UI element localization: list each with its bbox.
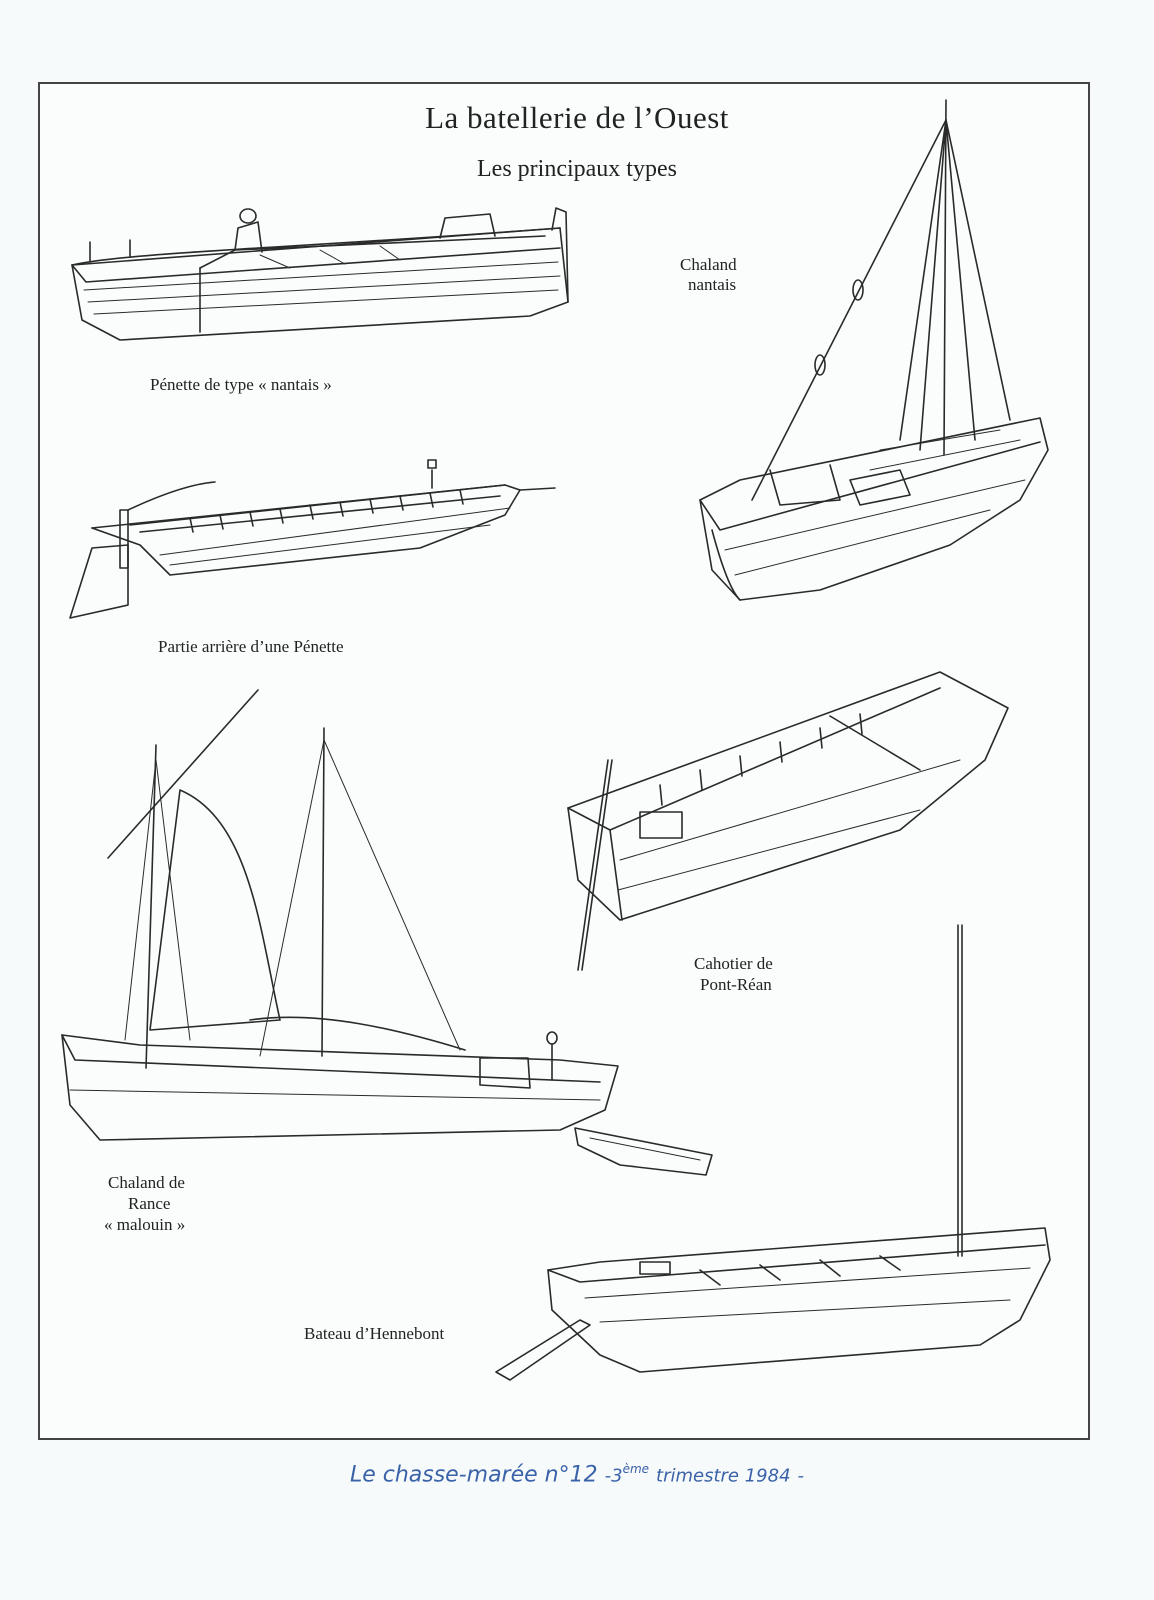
caption-chaland-rance-line1: Chaland de	[108, 1173, 185, 1192]
source-footer: Le chasse-marée n°12 -3ème trimestre 198…	[0, 1462, 1154, 1487]
caption-chaland-rance-line2: Rance	[128, 1194, 171, 1213]
caption-cahotier-line2: Pont-Réan	[700, 975, 772, 994]
page-title: La batellerie de l’Ouest	[425, 100, 729, 135]
caption-cahotier-line1: Cahotier de	[694, 954, 773, 973]
footer-rest: trimestre 1984	[656, 1465, 791, 1487]
partie-arriere-drawing	[69, 459, 556, 619]
chaland-rance-drawing	[61, 689, 713, 1176]
caption-chaland-nantais-line2: nantais	[688, 275, 737, 294]
hennebont-drawing	[495, 924, 1051, 1381]
chaland-nantais-drawing	[699, 99, 1049, 601]
footer-sup: ème	[622, 1462, 650, 1476]
caption-penette-nantais: Pénette de type « nantais »	[150, 375, 332, 394]
caption-chaland-rance-line3: « malouin »	[104, 1215, 186, 1234]
footer-end: -	[797, 1465, 805, 1487]
caption-hennebont: Bateau d’Hennebont	[304, 1324, 445, 1343]
cahotier-drawing	[567, 671, 1009, 971]
footer-sep: -3	[604, 1465, 623, 1487]
plate-frame	[38, 82, 1090, 1440]
caption-partie-arriere: Partie arrière d’une Pénette	[158, 637, 344, 656]
footer-main: Le chasse-marée n°12	[349, 1462, 598, 1488]
penette-nantais-drawing	[71, 207, 569, 341]
caption-chaland-nantais-line1: Chaland	[680, 255, 737, 274]
page-subtitle: Les principaux types	[477, 156, 677, 182]
